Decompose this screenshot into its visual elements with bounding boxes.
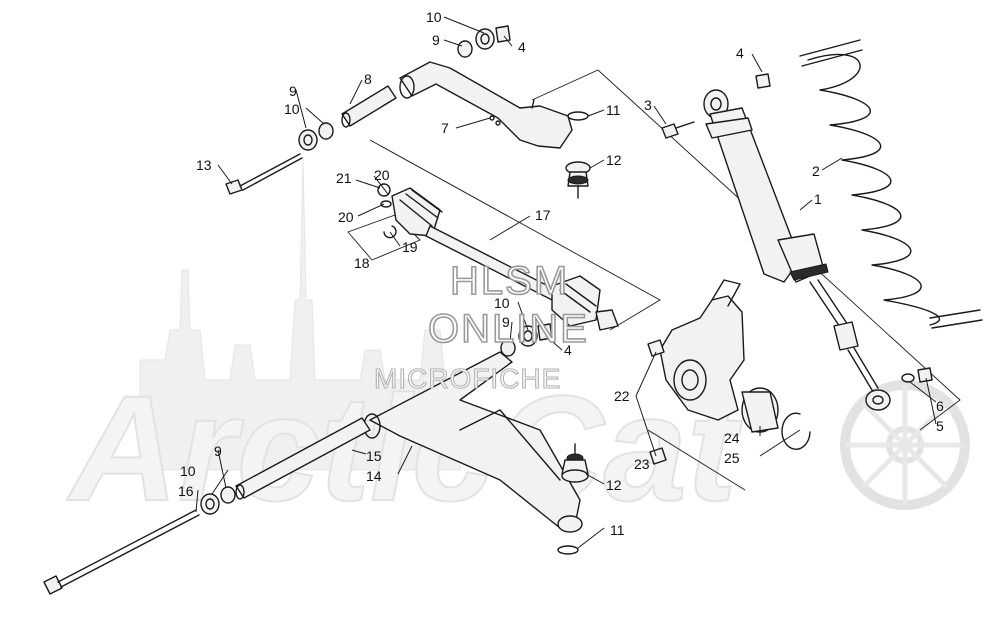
callout-9: 9	[432, 32, 440, 48]
lower-a-arm	[363, 351, 583, 533]
bracket-boot-kit-18	[347, 214, 421, 261]
leader-lines	[195, 16, 937, 549]
bracket-axle-17	[369, 139, 661, 331]
shock-nut	[755, 73, 771, 89]
callout-19: 19	[402, 239, 418, 255]
watermark-microfiche: MICROFICHE	[374, 363, 561, 394]
callout-5: 5	[936, 418, 944, 434]
upper-front-bushings	[457, 25, 511, 58]
logo-wheel	[840, 380, 970, 510]
shock-absorber	[703, 89, 891, 411]
bushing-tube-lower	[235, 417, 371, 500]
watermark-hlsm: HLSM	[450, 259, 569, 303]
callout-6: 6	[936, 398, 944, 414]
wheel-bearing	[741, 387, 779, 433]
callout-10: 10	[426, 9, 442, 25]
upper-ball-joint	[565, 161, 591, 199]
upper-a-arm	[399, 61, 573, 149]
callout-labels: 10 9 4 8 9 10 4 3 11 7 2 13 12 21 20 1 1…	[178, 9, 944, 538]
callout-4: 4	[518, 39, 526, 55]
callout-21: 21	[336, 170, 352, 186]
callout-17: 17	[535, 207, 551, 223]
callout-10: 10	[494, 295, 510, 311]
bracket-knuckle-23	[647, 429, 746, 491]
callout-8: 8	[364, 71, 372, 87]
shock-bolt	[661, 121, 695, 139]
callout-10: 10	[284, 101, 300, 117]
callout-15: 15	[366, 448, 382, 464]
callout-20: 20	[338, 209, 354, 225]
hlsm-watermark: HLSM ONLINE MICROFICHE	[373, 258, 589, 394]
coil-spring	[799, 39, 983, 329]
upper-bolt	[225, 153, 303, 195]
callout-14: 14	[366, 468, 382, 484]
callout-9: 9	[214, 443, 222, 459]
background-logo: ArcticCat	[65, 159, 970, 533]
callout-2: 2	[812, 163, 820, 179]
drive-axle	[377, 183, 619, 331]
callout-4: 4	[564, 342, 572, 358]
callout-7: 7	[441, 120, 449, 136]
callout-23: 23	[634, 456, 650, 472]
callout-10: 10	[180, 463, 196, 479]
callout-12: 12	[606, 152, 622, 168]
callout-4: 4	[736, 45, 744, 61]
shock-lower-fasteners	[901, 367, 933, 383]
lower-bolt	[43, 509, 200, 595]
lower-rear-bushings	[200, 486, 236, 515]
bushing-tube-upper	[341, 85, 397, 128]
lower-snap-ring	[557, 545, 579, 555]
callout-20: 20	[374, 167, 390, 183]
bearing-snap-ring	[781, 412, 811, 450]
callout-13: 13	[196, 157, 212, 173]
upper-rear-bushings	[298, 122, 334, 151]
callout-9: 9	[289, 83, 297, 99]
callout-12: 12	[606, 477, 622, 493]
callout-11: 11	[606, 102, 621, 118]
logo-wordmark: ArcticCat	[66, 364, 743, 532]
callout-1: 1	[814, 191, 822, 207]
callout-11: 11	[610, 522, 625, 538]
steering-knuckle	[647, 279, 745, 465]
lower-ball-joint	[561, 443, 589, 483]
lower-front-bushings	[500, 323, 553, 357]
callout-9: 9	[502, 314, 510, 330]
callout-22: 22	[614, 388, 630, 404]
callout-25: 25	[724, 450, 740, 466]
callout-16: 16	[178, 483, 194, 499]
callout-18: 18	[354, 255, 370, 271]
watermark-online: ONLINE	[428, 307, 589, 351]
upper-snap-ring	[567, 111, 589, 121]
callout-3: 3	[644, 97, 652, 113]
callout-24: 24	[724, 430, 740, 446]
